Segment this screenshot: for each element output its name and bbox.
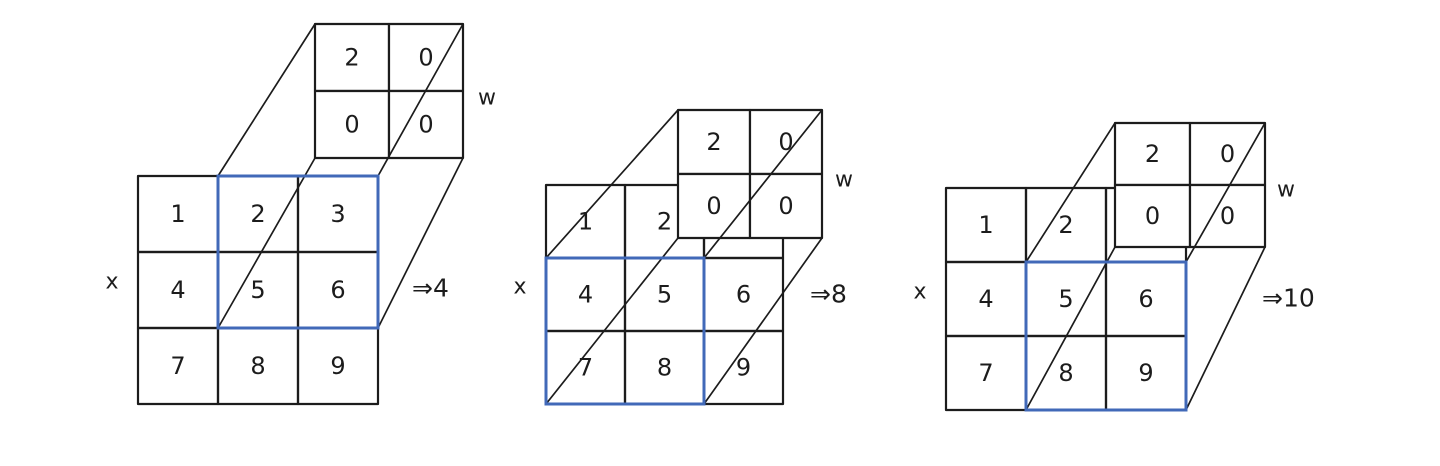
kernel-cell-value: 0: [418, 111, 433, 139]
projection-line: [377, 157, 464, 329]
kernel-cell-value: 0: [706, 192, 721, 220]
highlight-window: [544, 256, 706, 406]
projection-lines: [1025, 122, 1266, 411]
projection-line: [377, 23, 464, 177]
projection-lines: [217, 23, 464, 329]
result-value: ⇒4: [412, 274, 449, 303]
input-label: x: [913, 280, 926, 305]
kernel-cell: [313, 22, 391, 93]
projection-line: [545, 237, 679, 405]
input-grid: 1 2 3 4 5 6 7 8 9: [136, 174, 380, 406]
kernel-cell: [1188, 183, 1267, 249]
input-cell-value: 2: [250, 200, 265, 228]
projection-line: [545, 109, 679, 259]
input-cell-value: 8: [1058, 359, 1073, 387]
input-cell-value: 5: [1058, 285, 1073, 313]
kernel-label: w: [478, 86, 496, 111]
input-cell-value: 4: [170, 276, 185, 304]
projection-line: [1025, 122, 1116, 263]
kernel-cell: [748, 108, 824, 176]
kernel-cell-value: 2: [706, 128, 721, 156]
kernel-cell-value: 0: [778, 128, 793, 156]
input-cell-value: 1: [170, 200, 185, 228]
input-cell-value: 8: [250, 352, 265, 380]
projection-line: [703, 237, 823, 405]
input-cell-value: 6: [736, 281, 751, 309]
projection-line: [1025, 246, 1116, 411]
result-value: ⇒10: [1262, 284, 1315, 313]
kernel-cell-value: 0: [1220, 202, 1235, 230]
input-cell-value: 4: [578, 281, 593, 309]
projection-line: [1185, 122, 1266, 263]
input-cell-value: 9: [330, 352, 345, 380]
kernel-cell-value: 0: [1145, 202, 1160, 230]
input-label: x: [105, 270, 118, 295]
kernel-cell: [387, 22, 465, 93]
input-cell-value: 9: [736, 354, 751, 382]
kernel-cell-value: 2: [1145, 140, 1160, 168]
projection-line: [703, 109, 823, 259]
kernel-label: w: [1277, 178, 1295, 203]
projection-lines: [545, 109, 823, 405]
kernel-cell-value: 0: [778, 192, 793, 220]
input-cell-value: 2: [1058, 211, 1073, 239]
kernel-label: w: [835, 168, 853, 193]
highlight-window: [216, 174, 380, 330]
input-cell-value: 8: [657, 354, 672, 382]
kernel-cell-value: 2: [344, 44, 359, 72]
result-value: ⇒8: [810, 280, 847, 309]
input-cell-value: 9: [1138, 359, 1153, 387]
input-cell-value: 7: [978, 359, 993, 387]
input-cell-value: 7: [578, 354, 593, 382]
projection-line: [217, 157, 316, 329]
input-cell-value: 6: [1138, 285, 1153, 313]
kernel-cell-value: 0: [344, 111, 359, 139]
kernel-cell-value: 0: [1220, 140, 1235, 168]
projection-line: [1185, 246, 1266, 411]
input-cell-value: 1: [578, 208, 593, 236]
kernel-cell: [313, 89, 391, 160]
input-cell-value: 5: [657, 281, 672, 309]
projection-line: [217, 23, 316, 177]
input-label: x: [513, 275, 526, 300]
kernel-cell: [1113, 121, 1192, 187]
input-cell-value: 3: [330, 200, 345, 228]
kernel-cell: [1113, 183, 1192, 249]
input-cell-value: 4: [978, 285, 993, 313]
input-cell-value: 7: [170, 352, 185, 380]
input-cell-value: 1: [978, 211, 993, 239]
input-cell-value: 6: [330, 276, 345, 304]
kernel-cell: [676, 172, 752, 240]
kernel-cell: [1188, 121, 1267, 187]
highlight-window: [1024, 260, 1188, 412]
input-cell-value: 5: [250, 276, 265, 304]
kernel-cell-value: 0: [418, 44, 433, 72]
input-cell-value: 2: [657, 208, 672, 236]
